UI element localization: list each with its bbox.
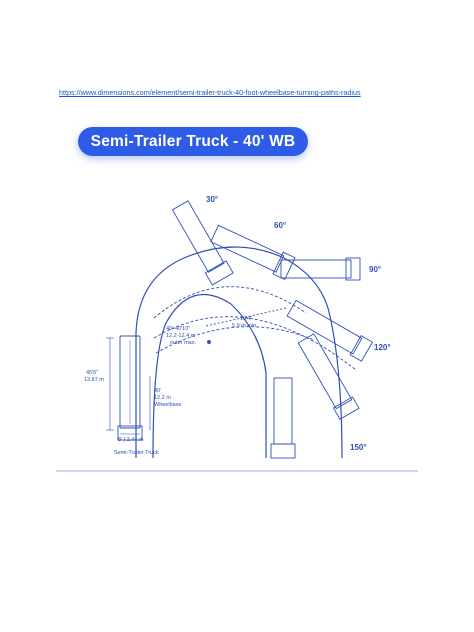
length-m-label: 13.87 m bbox=[84, 377, 104, 383]
figure-divider bbox=[56, 470, 418, 472]
figure-caption: Semi-Trailer Truck bbox=[114, 450, 159, 456]
radius-line bbox=[153, 286, 307, 319]
truck-30-trailer bbox=[171, 200, 225, 273]
outer-note-label: outer max. bbox=[170, 340, 196, 346]
truck-60-trailer bbox=[210, 224, 285, 273]
angle-60-label: 60° bbox=[274, 221, 286, 230]
figure-title: Semi-Trailer Truck - 40' WB bbox=[90, 132, 296, 150]
radius-line bbox=[153, 316, 357, 371]
wheelbase-note-label: Wheelbase bbox=[154, 402, 182, 408]
turning-radius-figure bbox=[56, 108, 418, 470]
source-link[interactable]: https://www.dimensions.com/element/semi-… bbox=[59, 88, 361, 97]
truck-150-trailer bbox=[297, 333, 353, 410]
outer-ft-label: 40'-40'10" bbox=[166, 326, 190, 332]
turning-path-diagram: 30° 60° 90° 120° 150° 45'6" 13.87 m 40'-… bbox=[84, 195, 391, 459]
inner-ft-label: 19'4" bbox=[240, 316, 252, 322]
angle-120-label: 120° bbox=[374, 343, 391, 352]
radius-line bbox=[205, 307, 287, 327]
angle-150-label: 150° bbox=[350, 443, 367, 452]
length-ft-label: 45'6" bbox=[86, 370, 98, 376]
truck-90-trailer bbox=[280, 259, 352, 279]
truck-120-trailer bbox=[286, 299, 363, 355]
figure-title-badge: Semi-Trailer Truck - 40' WB bbox=[78, 127, 308, 156]
truck-trailer bbox=[119, 335, 141, 429]
outer-turn-path bbox=[135, 246, 343, 459]
inner-turn-path bbox=[152, 293, 267, 459]
truck-final-trailer bbox=[273, 377, 293, 445]
width-label: 8' | 2.44 m bbox=[118, 437, 144, 443]
outer-m-label: 12.2-12.4 m bbox=[166, 333, 196, 339]
wheelbase-m-label: 12.2 m bbox=[154, 395, 171, 401]
inner-m-label: 5.9 m min. bbox=[232, 323, 258, 329]
truck-cab bbox=[117, 425, 143, 441]
angle-90-label: 90° bbox=[369, 265, 381, 274]
angle-30-label: 30° bbox=[206, 195, 218, 204]
wheelbase-ft-label: 40' bbox=[154, 388, 161, 394]
radius-line bbox=[155, 326, 315, 354]
